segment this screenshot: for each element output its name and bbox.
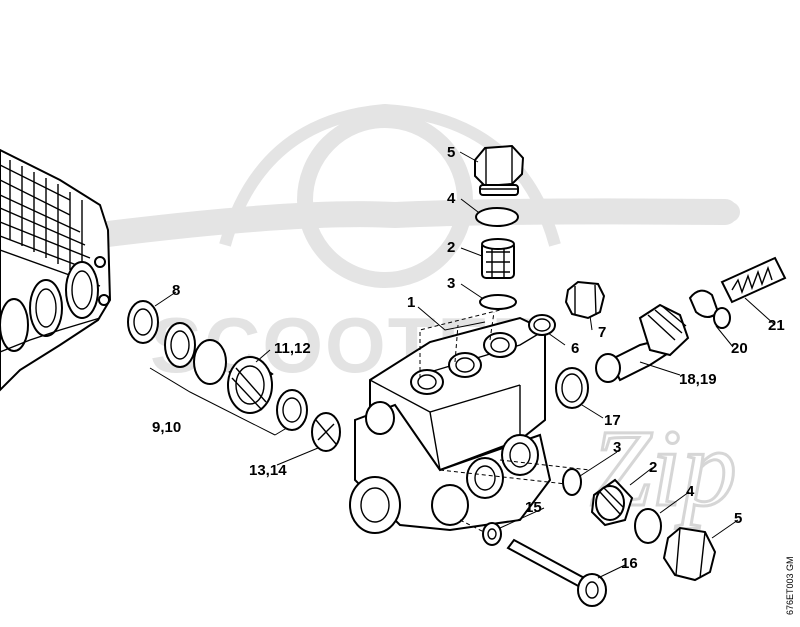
part-3-o-ring-top (479, 294, 517, 310)
part-2-valve-top (481, 238, 515, 279)
label-1: 1 (407, 294, 415, 311)
part-5-plug-bottom (662, 526, 717, 582)
part-3-o-ring-bottom (562, 468, 582, 496)
label-9-10: 9,10 (152, 419, 181, 436)
label-3-top: 3 (447, 275, 455, 292)
label-7: 7 (598, 324, 606, 341)
label-20: 20 (731, 340, 748, 357)
part-7-plug (564, 280, 606, 320)
label-4-top: 4 (447, 190, 456, 207)
label-17: 17 (604, 412, 621, 429)
part-1-manifold (349, 316, 552, 534)
part-5-plug-top (474, 144, 525, 196)
part-labels: 5 4 2 3 1 6 7 8 9,10 11,12 13,14 15 16 1… (152, 144, 785, 572)
part-4-o-ring-top (475, 207, 519, 227)
pump-crankcase (0, 148, 112, 392)
drawing-code: 676ET003 GM (785, 556, 795, 615)
label-4-bottom: 4 (686, 483, 695, 500)
label-6: 6 (571, 340, 579, 357)
part-8-seal (127, 300, 159, 344)
label-8: 8 (172, 282, 180, 299)
label-13-14: 13,14 (249, 462, 287, 479)
label-2-top: 2 (447, 239, 455, 256)
label-3-bottom: 3 (613, 439, 621, 456)
label-2-bottom: 2 (649, 459, 657, 476)
part-17-o-ring (555, 367, 589, 409)
part-4-o-ring-bottom (634, 508, 662, 544)
part-21-spring (720, 256, 787, 304)
part-16-bolt (506, 538, 607, 607)
label-21: 21 (768, 317, 785, 334)
leader-lines (154, 151, 776, 579)
part-20-clip (688, 289, 731, 329)
label-18-19: 18,19 (679, 371, 717, 388)
part-2-valve-bottom (590, 478, 634, 527)
label-11-12: 11,12 (274, 340, 311, 357)
part-11-12-sleeve (227, 356, 274, 414)
label-16: 16 (621, 555, 638, 572)
part-18-19-unloader-valve (595, 303, 690, 383)
part-15-washer (482, 522, 502, 546)
label-5-bottom: 5 (734, 510, 742, 527)
label-15: 15 (525, 499, 542, 516)
label-5-top: 5 (447, 144, 455, 161)
part-6-seal (528, 314, 556, 336)
part-9-10-seal-set (164, 322, 227, 385)
part-13-14-ring-and-cap (276, 389, 341, 452)
